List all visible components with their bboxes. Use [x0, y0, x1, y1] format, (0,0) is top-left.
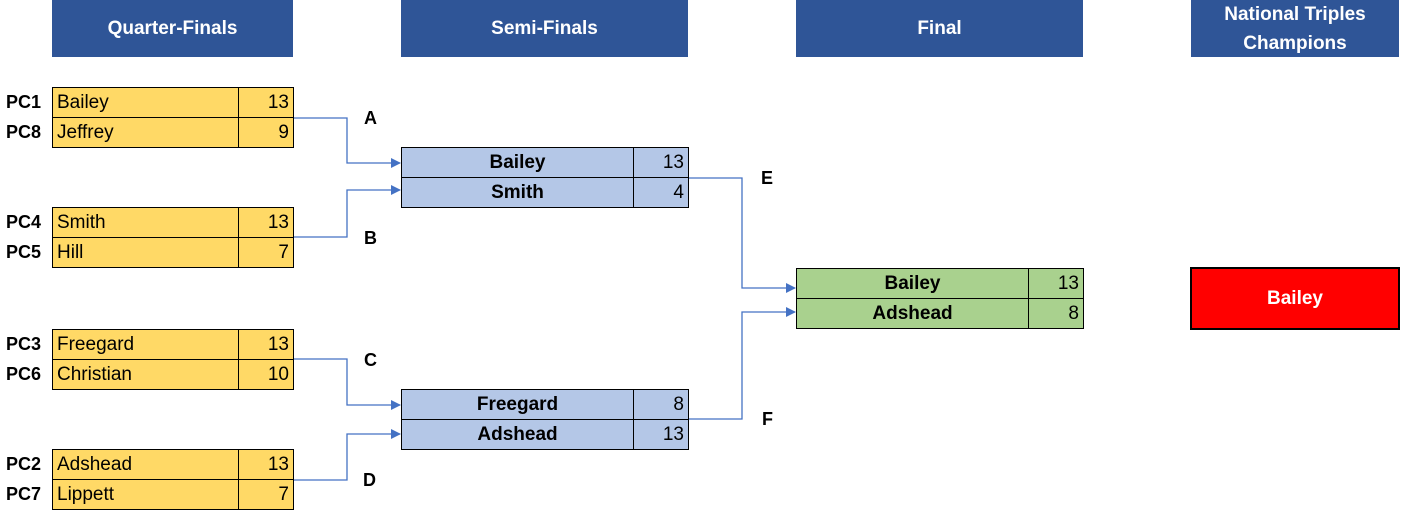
final-team-name: Bailey — [796, 268, 1029, 299]
seed-label: PC3 — [6, 334, 42, 354]
qf-team-name: Adshead — [52, 449, 239, 480]
connector-c — [293, 358, 401, 410]
seed-label: PC1 — [6, 92, 42, 112]
qf-team-name: Smith — [52, 207, 239, 238]
connector-a — [293, 117, 401, 168]
qf-team-score: 13 — [238, 329, 294, 360]
sf-team-score: 8 — [633, 389, 689, 420]
qf-team-score: 13 — [238, 87, 294, 118]
qf-team-score: 13 — [238, 449, 294, 480]
qf-team-name: Hill — [52, 237, 239, 268]
header-final: Final — [796, 0, 1083, 57]
match-label-d: D — [363, 470, 376, 490]
match-label-b: B — [364, 228, 377, 248]
seed-label: PC5 — [6, 242, 42, 262]
qf-team-name: Jeffrey — [52, 117, 239, 148]
qf-team-name: Bailey — [52, 87, 239, 118]
qf-team-name: Freegard — [52, 329, 239, 360]
qf-team-score: 7 — [238, 479, 294, 510]
header-champions-line1: National Triples — [1224, 3, 1366, 25]
match-label-f: F — [762, 409, 773, 429]
header-champions: National Triples Champions — [1191, 0, 1399, 57]
sf-team-name: Freegard — [401, 389, 634, 420]
champion-name: Bailey — [1267, 287, 1323, 309]
seed-label: PC6 — [6, 364, 42, 384]
sf-team-score: 13 — [633, 419, 689, 450]
qf-team-score: 7 — [238, 237, 294, 268]
sf-team-score: 4 — [633, 177, 689, 208]
qf-team-name: Christian — [52, 359, 239, 390]
qf-team-score: 9 — [238, 117, 294, 148]
header-semi-finals: Semi-Finals — [401, 0, 688, 57]
header-champions-line2: Champions — [1243, 32, 1347, 54]
connector-e — [688, 177, 796, 293]
seed-label: PC4 — [6, 212, 42, 232]
sf-team-name: Smith — [401, 177, 634, 208]
final-team-name: Adshead — [796, 298, 1029, 329]
connector-b — [293, 185, 401, 238]
sf-team-name: Adshead — [401, 419, 634, 450]
sf-team-score: 13 — [633, 147, 689, 178]
seed-label: PC8 — [6, 122, 42, 142]
final-team-score: 8 — [1028, 298, 1084, 329]
qf-team-name: Lippett — [52, 479, 239, 510]
qf-team-score: 13 — [238, 207, 294, 238]
seed-label: PC7 — [6, 484, 42, 504]
seed-label: PC2 — [6, 454, 42, 474]
header-quarter-finals: Quarter-Finals — [52, 0, 293, 57]
final-team-score: 13 — [1028, 268, 1084, 299]
match-label-a: A — [364, 108, 377, 128]
match-label-e: E — [761, 168, 774, 188]
connector-d — [293, 429, 401, 481]
qf-team-score: 10 — [238, 359, 294, 390]
connector-f — [688, 307, 796, 420]
match-label-c: C — [364, 350, 377, 370]
champion-box: Bailey — [1190, 267, 1400, 330]
sf-team-name: Bailey — [401, 147, 634, 178]
